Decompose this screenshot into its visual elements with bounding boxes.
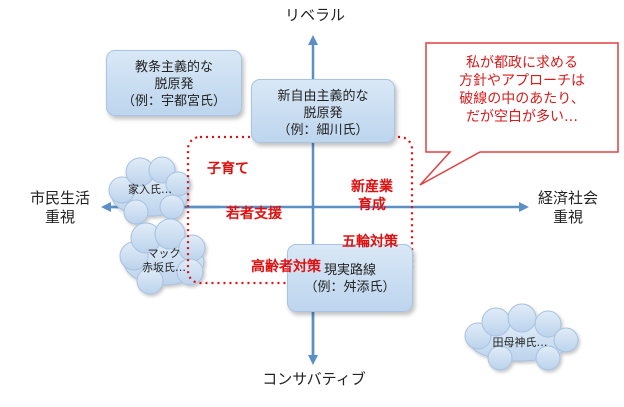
axis-label-right-line1: 経済社会 bbox=[537, 189, 598, 207]
box-shinjiyu-line2: 脱原発 bbox=[303, 106, 343, 121]
cloud-label-mack-line2: 赤坂氏… bbox=[142, 261, 186, 274]
axis-label-bottom: コンサバティブ bbox=[262, 370, 366, 388]
box-genjitsu-rosen: 現実路線 （例：舛添氏） bbox=[287, 244, 413, 312]
box-kyojo-datsugenpatsu: 教条主義的な 脱原発 （例：宇都宮氏） bbox=[106, 50, 242, 116]
callout-line2: 方針やアプローチは bbox=[459, 73, 585, 89]
box-shinjiyu-line3: （例：細川氏） bbox=[277, 123, 369, 138]
box-genjitsu-line1: 現実路線 bbox=[323, 263, 376, 278]
cloud-mack bbox=[119, 218, 206, 295]
axis-label-left-line2: 重視 bbox=[44, 208, 75, 226]
policy-kosodate: 子育て bbox=[207, 161, 249, 177]
cloud-ieiri bbox=[108, 156, 191, 225]
axis-label-left-line1: 市民生活 bbox=[29, 189, 90, 207]
cloud-label-mack-line1: マック bbox=[147, 247, 181, 260]
callout-bubble bbox=[419, 42, 619, 186]
axis-label-left: 市民生活 重視 bbox=[20, 189, 100, 227]
policy-wakamono-shien: 若者支援 bbox=[226, 206, 282, 222]
cloud-label-mack: マック 赤坂氏… bbox=[124, 247, 204, 275]
callout-line3: 破線の中のあたり、 bbox=[459, 91, 585, 107]
box-kyojo-line3: （例：宇都宮氏） bbox=[121, 94, 226, 109]
callout-text: 私が都政に求める 方針やアプローチは 破線の中のあたり、 だが空白が多い… bbox=[428, 54, 616, 126]
policy-shinsangyo-line1: 新産業 bbox=[351, 179, 393, 195]
policy-gorin-taisaku: 五輪対策 bbox=[342, 234, 398, 250]
callout-line1: 私が都政に求める bbox=[466, 55, 578, 71]
box-kyojo-line1: 教条主義的な bbox=[134, 60, 213, 75]
policy-shinsangyo-ikusei: 新産業 育成 bbox=[336, 178, 408, 214]
cloud-tamogami bbox=[464, 303, 579, 371]
cloud-label-tamogami: 田母神氏… bbox=[492, 336, 548, 349]
policy-shinsangyo-line2: 育成 bbox=[358, 197, 386, 213]
axis-label-right-line2: 重視 bbox=[552, 208, 583, 226]
cloud-label-ieiri: 家入氏… bbox=[128, 183, 172, 196]
axis-label-right: 経済社会 重視 bbox=[528, 189, 608, 227]
policy-koreisha-taisaku: 高齢者対策 bbox=[251, 259, 321, 275]
axis-label-top: リベラル bbox=[284, 6, 345, 24]
box-shinjiyu-datsugenpatsu: 新自由主義的な 脱原発 （例：細川氏） bbox=[251, 79, 395, 143]
box-shinjiyu-line1: 新自由主義的な bbox=[277, 89, 369, 104]
box-kyojo-line2: 脱原発 bbox=[154, 77, 194, 92]
callout-line4: だが空白が多い… bbox=[466, 109, 578, 125]
box-genjitsu-line2: （例：舛添氏） bbox=[304, 280, 396, 295]
